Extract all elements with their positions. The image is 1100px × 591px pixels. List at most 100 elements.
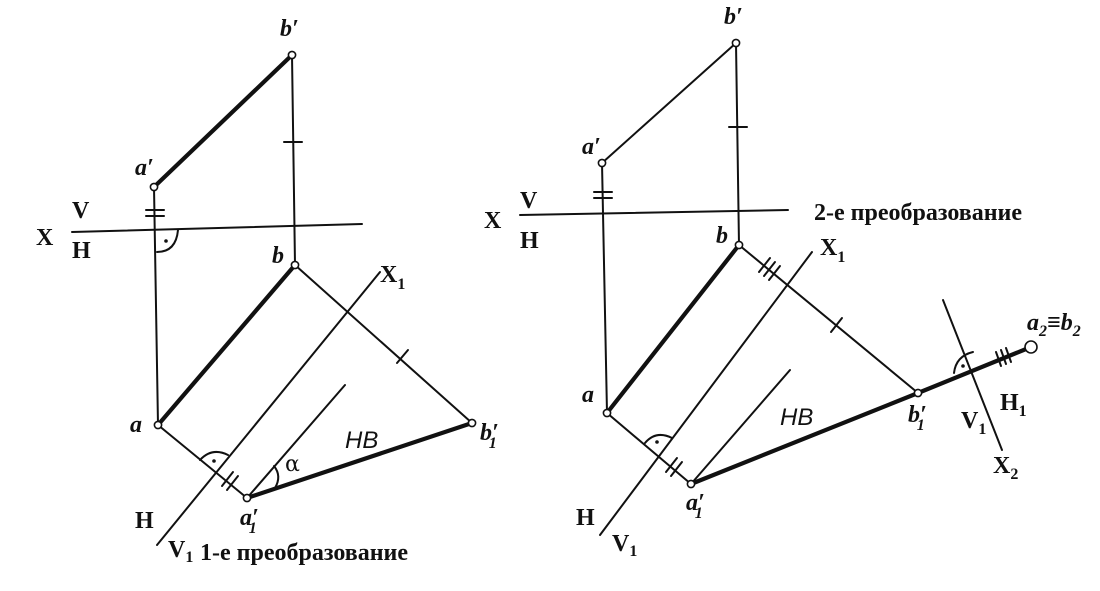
left-point-b1-prime [467,418,477,428]
left-label-b: b [272,243,284,269]
right-tick-b-b1-1 [758,257,771,273]
right-axis-x [519,209,789,216]
right-right-angle-dot-x1 [655,440,659,444]
left-label-v1-group: V1 [168,537,193,566]
left-point-b-prime [287,50,297,60]
right-label-x2-sub: 2 [1010,466,1018,483]
right-label-b1-prime: b′ [908,402,927,428]
right-label-a1-prime: a′ [686,490,705,516]
right-label-x2: X [993,453,1011,479]
right-label-a1-prime-group: a′1 [686,490,705,522]
right-axis-x1 [599,251,813,536]
left-figure: X V H [36,16,499,566]
right-tick-a-a1-2 [670,461,683,477]
right-label-a2-sub: 2 [1038,323,1047,340]
right-label-v1-x2-group: V1 [961,408,986,438]
left-caption: 1-е преобразование [200,540,408,566]
left-point-b [290,260,300,270]
right-label-h1-group: H1 [1000,390,1027,420]
left-true-length-segment [244,420,475,501]
left-label-x1-sub: 1 [397,276,405,293]
left-label-b1-prime: b′ [480,420,499,446]
left-right-angle-dot-x1 [212,459,216,463]
left-axis-x [71,223,363,233]
left-axis-h-label: H [72,238,91,264]
right-label-equiv: ≡ [1047,310,1061,336]
right-label-b1-sub: 1 [917,417,925,434]
right-label-h-new: H [576,505,595,531]
right-right-angle-x1 [644,433,673,444]
left-link-a-a1 [157,424,248,499]
left-label-a1-prime: a′ [240,505,259,531]
left-label-true-length: HB [345,427,378,454]
left-label-alpha: α [285,452,300,477]
left-tick-b-b1 [396,349,409,364]
right-tick-x2-1 [995,351,1002,367]
right-label-a2-b2-group: a2≡b2 [1027,310,1081,340]
left-label-a1-sub: 1 [249,520,257,537]
right-point-b1-prime [913,388,923,398]
right-link-b-b1 [738,244,919,394]
right-point-a-prime [597,158,607,168]
right-point-a1-prime [686,479,696,489]
right-parallel-a1 [690,369,791,485]
left-label-a-prime: a′ [135,155,154,181]
right-label-b: b [716,223,728,249]
right-label-v1: V [612,531,630,557]
right-tick-b-b1-3 [768,265,781,281]
left-segment-a-b [155,262,298,428]
right-right-angle-x2 [953,351,974,374]
left-label-h-new: H [135,508,154,534]
right-label-true-length: HB [780,404,813,431]
right-link-b [735,42,740,246]
right-label-x1-group: X1 [820,235,845,266]
right-tick-b-b1-2 [763,261,776,277]
left-label-v1-sub: 1 [185,549,193,566]
right-label-v1-x2: V [961,408,979,434]
right-axis-v-label: V [520,188,538,214]
left-right-angle-x1 [199,450,229,461]
left-label-x1: X [380,262,398,288]
right-tick-x2-3 [1005,347,1012,363]
right-label-b2-sub: 2 [1072,323,1081,340]
left-axis-x1 [156,271,381,546]
left-angle-alpha-arc [273,465,280,489]
right-label-a: a [582,382,594,408]
right-segment-a-prime-b-prime [601,42,737,164]
right-projector-to-a2b2 [915,344,1034,396]
left-link-a [153,186,159,426]
left-point-a-prime [149,182,159,192]
left-link-b-b1 [294,264,473,424]
left-point-a1-prime [242,493,252,503]
left-label-a1-prime-group: a′1 [240,505,259,537]
left-point-a [153,420,163,430]
right-caption: 2-е преобразование [814,200,1022,226]
right-label-b2: b [1061,310,1073,336]
right-right-angle-dot-x2 [961,364,965,368]
left-label-b1-sub: 1 [489,435,497,452]
left-link-b [291,54,296,266]
right-tick-b-b1-mid [830,317,843,333]
right-segment-a-b [604,242,742,416]
left-label-a: a [130,412,142,438]
right-axis-h-label: H [520,228,539,254]
right-axis-x-label: X [484,208,502,234]
left-parallel-a1 [246,384,346,499]
right-point-a2-b2 [1024,340,1038,354]
right-label-x1: X [820,235,838,261]
right-tick-x2-2 [1000,349,1007,365]
right-label-v1-x2-sub: 1 [978,421,986,438]
right-tick-a-a1-1 [665,457,678,473]
left-label-b1-prime-group: b′1 [480,420,499,452]
right-label-h1: H [1000,390,1019,416]
left-tick-a-a1-1 [221,471,234,487]
right-point-a [602,408,612,418]
right-axis-x2 [942,299,1003,451]
left-axis-x-label: X [36,225,54,251]
right-label-b-prime: b′ [724,4,743,30]
right-figure: X V H [484,4,1081,560]
left-label-b-prime: b′ [280,16,299,42]
left-tick-a-a1-2 [226,475,239,491]
right-label-a2: a [1027,310,1039,336]
